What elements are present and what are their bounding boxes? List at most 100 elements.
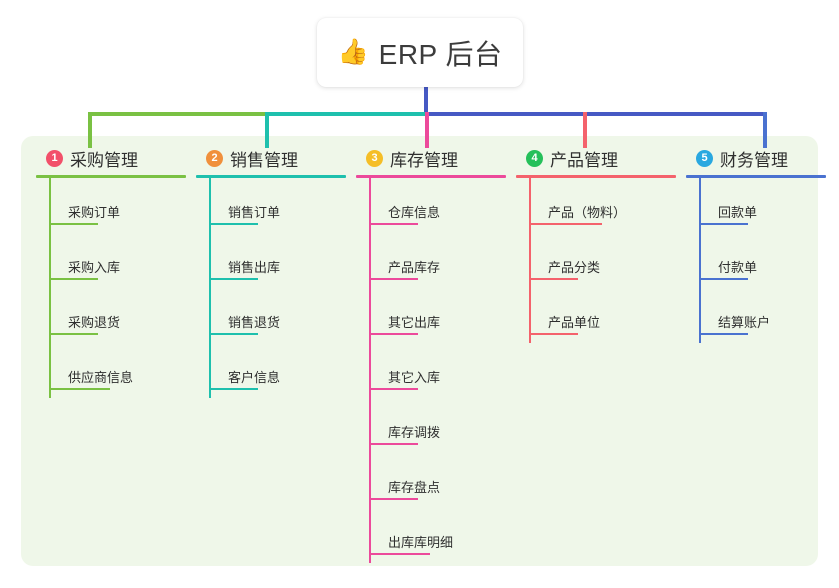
branch-item[interactable]: 回款单 <box>686 178 826 233</box>
branch-drop-1 <box>88 112 92 148</box>
branch-item-underline <box>209 223 258 225</box>
branch-column-3: 3 库存管理 仓库信息产品库存其它出库其它入库库存调拨库存盘点出库库明细 <box>356 145 506 563</box>
branch-item-label: 其它出库 <box>388 315 441 330</box>
branch-header-4[interactable]: 4 产品管理 <box>516 145 676 171</box>
branch-item-underline <box>369 388 418 390</box>
root-node-title: ERP 后台 <box>378 38 503 70</box>
branch-item[interactable]: 采购退货 <box>36 288 186 343</box>
branch-item-underline <box>369 223 418 225</box>
branch-item-underline <box>699 223 748 225</box>
root-node-card[interactable]: 👍 ERP 后台 <box>317 18 523 87</box>
branch-item[interactable]: 销售退货 <box>196 288 346 343</box>
branch-item-label: 其它入库 <box>388 370 441 385</box>
branch-item-label: 回款单 <box>718 205 758 220</box>
branch-column-2: 2 销售管理 销售订单销售出库销售退货客户信息 <box>196 145 346 398</box>
branch-item-label: 销售出库 <box>228 260 281 275</box>
branch-item-label: 产品单位 <box>548 315 601 330</box>
branch-badge-2: 2 <box>206 149 223 167</box>
branch-item-label: 库存调拨 <box>388 425 441 440</box>
branch-item-underline <box>209 333 258 335</box>
branch-drop-2 <box>265 112 269 148</box>
branch-header-5[interactable]: 5 财务管理 <box>686 145 826 171</box>
bus-segment-1 <box>88 112 265 116</box>
branch-item[interactable]: 产品（物料） <box>516 178 676 233</box>
branch-column-1: 1 采购管理 采购订单采购入库采购退货供应商信息 <box>36 145 186 398</box>
branch-item-underline <box>699 333 748 335</box>
branch-item[interactable]: 其它出库 <box>356 288 506 343</box>
branch-item-label: 采购入库 <box>68 260 121 275</box>
branch-title-2: 销售管理 <box>230 150 298 170</box>
branch-item-label: 仓库信息 <box>388 205 441 220</box>
branch-item-label: 销售退货 <box>228 315 281 330</box>
branch-item-label: 产品（物料） <box>548 205 627 220</box>
branch-item-label: 付款单 <box>718 260 758 275</box>
branch-item-label: 采购订单 <box>68 205 121 220</box>
branch-badge-1: 1 <box>46 149 63 167</box>
branch-header-3[interactable]: 3 库存管理 <box>356 145 506 171</box>
branch-item[interactable]: 库存盘点 <box>356 453 506 508</box>
branch-item-label: 结算账户 <box>718 315 771 330</box>
branch-rule-2 <box>196 175 346 178</box>
branch-item[interactable]: 仓库信息 <box>356 178 506 233</box>
branch-item-underline <box>699 278 748 280</box>
branch-badge-3: 3 <box>366 149 383 167</box>
branch-item[interactable]: 库存调拨 <box>356 398 506 453</box>
branch-item-underline <box>49 223 98 225</box>
branch-column-5: 5 财务管理 回款单付款单结算账户 <box>686 145 826 343</box>
branch-item[interactable]: 产品库存 <box>356 233 506 288</box>
branch-item[interactable]: 客户信息 <box>196 343 346 398</box>
branch-item[interactable]: 出库库明细 <box>356 508 506 563</box>
branch-drop-5 <box>763 112 767 148</box>
branch-item-underline <box>209 388 258 390</box>
branch-header-1[interactable]: 1 采购管理 <box>36 145 186 171</box>
branch-trunk-1 <box>49 178 51 398</box>
branch-rule-1 <box>36 175 186 178</box>
branch-item-underline <box>369 553 430 555</box>
branch-title-4: 产品管理 <box>550 150 618 170</box>
branch-item[interactable]: 付款单 <box>686 233 826 288</box>
branch-item-underline <box>529 278 578 280</box>
branch-column-4: 4 产品管理 产品（物料） 产品分类产品单位 <box>516 145 676 343</box>
branch-item-label: 产品分类 <box>548 260 601 275</box>
branch-item-underline <box>209 278 258 280</box>
branch-item-label: 产品库存 <box>388 260 441 275</box>
branch-items-2: 销售订单销售出库销售退货客户信息 <box>196 178 346 398</box>
thumbs-up-icon: 👍 <box>337 38 369 66</box>
branch-item-underline <box>529 333 578 335</box>
branch-item-underline <box>369 278 418 280</box>
branch-item-underline <box>49 388 110 390</box>
branch-item-underline <box>369 443 418 445</box>
branch-item[interactable]: 采购订单 <box>36 178 186 233</box>
branch-trunk-5 <box>699 178 701 343</box>
branch-drop-4 <box>583 112 587 148</box>
branch-badge-5: 5 <box>696 149 713 167</box>
branch-item[interactable]: 产品分类 <box>516 233 676 288</box>
branch-items-5: 回款单付款单结算账户 <box>686 178 826 343</box>
branch-item-label: 库存盘点 <box>388 480 441 495</box>
branch-item[interactable]: 采购入库 <box>36 233 186 288</box>
branch-trunk-3 <box>369 178 371 563</box>
branch-item-underline <box>49 333 98 335</box>
branch-item[interactable]: 销售出库 <box>196 233 346 288</box>
branch-badge-4: 4 <box>526 149 543 167</box>
branch-item[interactable]: 销售订单 <box>196 178 346 233</box>
branch-item[interactable]: 其它入库 <box>356 343 506 398</box>
branch-item[interactable]: 结算账户 <box>686 288 826 343</box>
branch-title-5: 财务管理 <box>720 150 788 170</box>
branch-items-4: 产品（物料） 产品分类产品单位 <box>516 178 676 343</box>
branch-items-1: 采购订单采购入库采购退货供应商信息 <box>36 178 186 398</box>
branch-item-underline <box>369 498 418 500</box>
diagram-panel <box>21 136 818 566</box>
branch-drop-3 <box>425 112 429 148</box>
branch-rule-5 <box>686 175 826 178</box>
branch-item[interactable]: 供应商信息 <box>36 343 186 398</box>
branch-item-label: 供应商信息 <box>68 370 134 385</box>
branch-rule-3 <box>356 175 506 178</box>
root-node-content: 👍 ERP 后台 <box>338 33 503 73</box>
branch-trunk-4 <box>529 178 531 343</box>
branch-title-1: 采购管理 <box>70 150 138 170</box>
branch-item[interactable]: 产品单位 <box>516 288 676 343</box>
branch-item-underline <box>49 278 98 280</box>
branch-header-2[interactable]: 2 销售管理 <box>196 145 346 171</box>
